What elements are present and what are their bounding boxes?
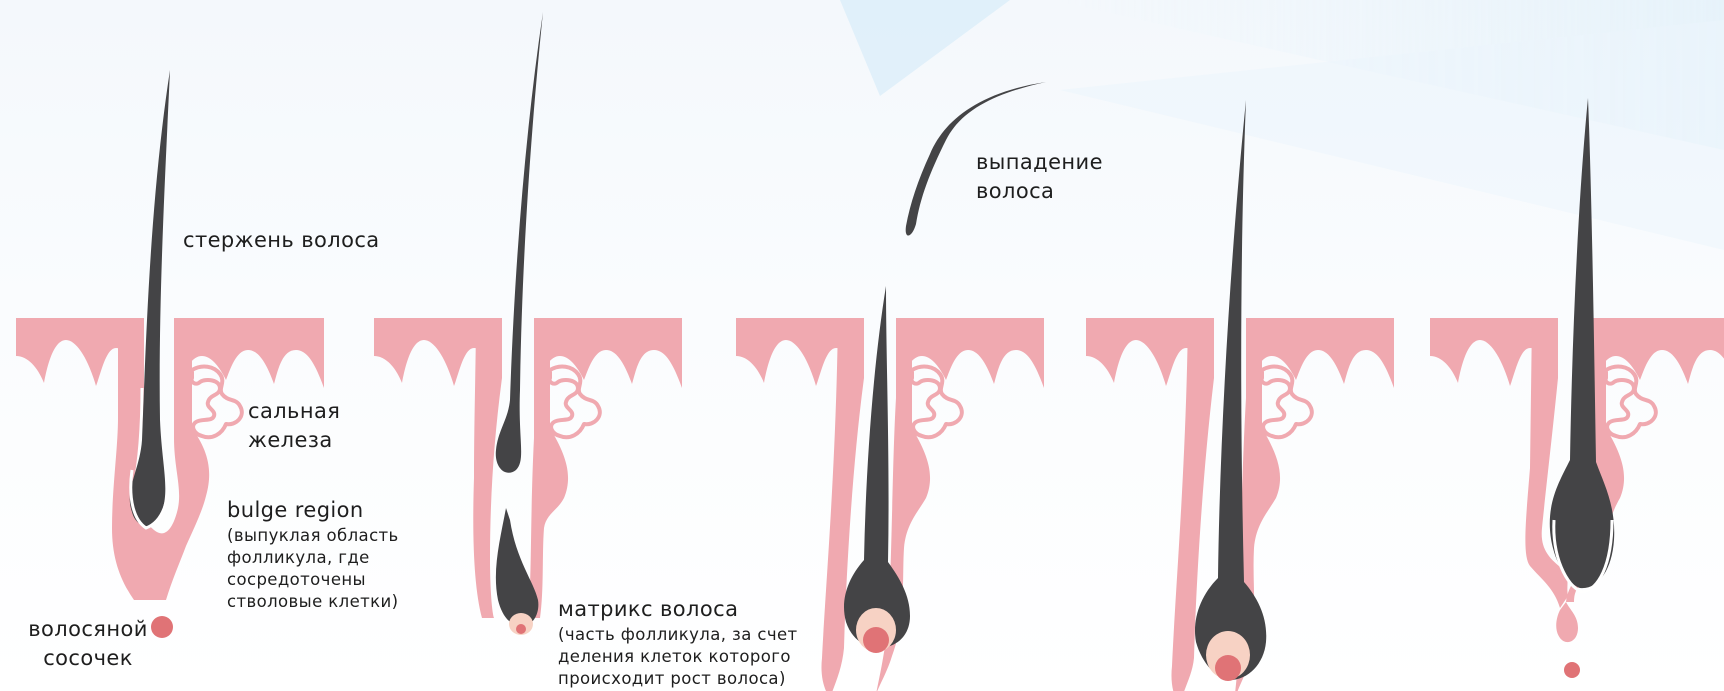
dermal-papilla-line-1: волосяной	[10, 615, 166, 644]
hair-matrix-desc-2: деления клеток которого	[558, 646, 798, 668]
hair-shaft-label: стержень волоса	[183, 226, 380, 255]
dermal-papilla-line-2: сосочек	[10, 644, 166, 673]
hair-matrix-desc-3: происходит рост волоса)	[558, 668, 798, 690]
sebaceous-gland-label: сальная железа	[248, 397, 340, 455]
dermal-papilla-stage-5	[1564, 662, 1580, 678]
hair-loss-label: выпадение волоса	[976, 148, 1103, 206]
bulge-region-desc-1: (выпуклая область	[227, 525, 399, 547]
bulge-region-desc-2: фолликула, где	[227, 547, 399, 569]
dermal-papilla-label: волосяной сосочек	[10, 615, 166, 673]
hair-matrix-title: матрикс волоса	[558, 595, 798, 624]
sebaceous-gland-line-1: сальная	[248, 397, 340, 426]
follicle-stage-2	[374, 318, 682, 618]
hair-loss-line-1: выпадение	[976, 148, 1103, 177]
bulge-region-title: bulge region	[227, 496, 399, 525]
hair-matrix-desc-1: (часть фолликула, за счет	[558, 624, 798, 646]
sebaceous-gland-line-2: железа	[248, 426, 340, 455]
bulge-region-label: bulge region (выпуклая область фолликула…	[227, 496, 399, 613]
hair-loss-line-2: волоса	[976, 177, 1103, 206]
bulge-region-desc-4: стволовые клетки)	[227, 591, 399, 613]
hair-matrix-label: матрикс волоса (часть фолликула, за счет…	[558, 595, 798, 690]
bulge-region-desc-3: сосредоточены	[227, 569, 399, 591]
